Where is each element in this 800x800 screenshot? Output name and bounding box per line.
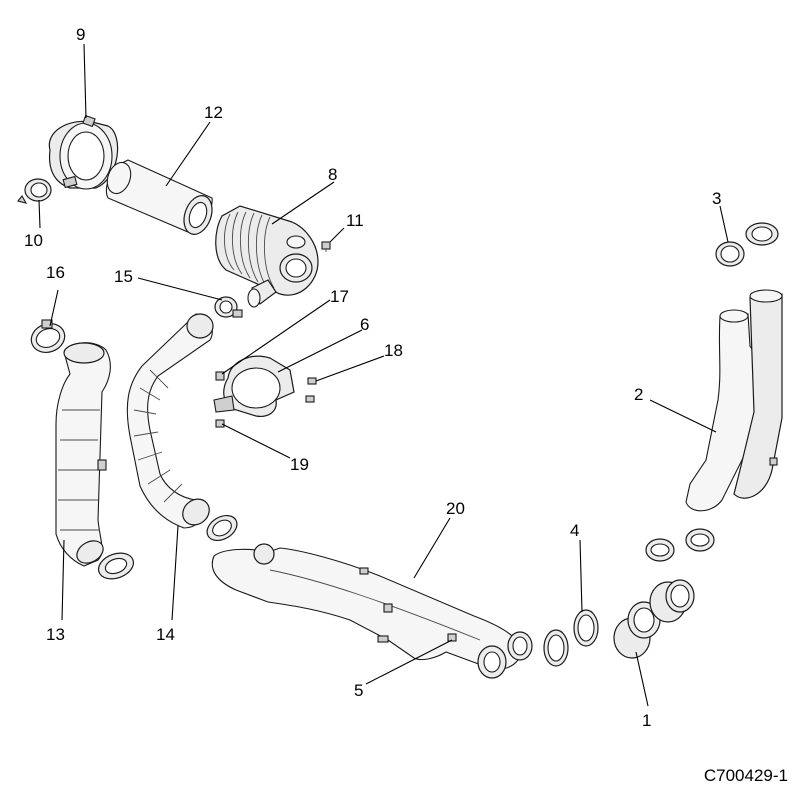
part-12-filter-cartridge — [105, 159, 213, 235]
part-18-bolts — [305, 377, 317, 403]
callout-13: 13 — [46, 625, 65, 644]
callout-15: 15 — [114, 267, 133, 286]
callout-4: 4 — [570, 521, 579, 540]
callout-9: 9 — [76, 25, 85, 44]
part-16-clamp — [30, 319, 66, 353]
callout-20: 20 — [446, 499, 465, 518]
callout-6: 6 — [360, 315, 369, 334]
reference-code: C700429-1 — [703, 766, 788, 785]
part-17-bolt — [215, 371, 225, 381]
callout-10: 10 — [24, 231, 43, 250]
part-1-couplers — [613, 528, 715, 659]
callout-labels: 9 10 12 8 11 15 16 13 14 17 6 18 19 20 5… — [24, 25, 721, 730]
part-3-clamps — [715, 222, 779, 267]
callout-2: 2 — [634, 385, 643, 404]
callout-5: 5 — [354, 681, 363, 700]
part-10-small-clamp — [17, 178, 52, 204]
callout-16: 16 — [46, 263, 65, 282]
part-8-filter-housing — [215, 205, 319, 308]
part-4-clamps — [543, 609, 599, 667]
callout-1: 1 — [642, 711, 651, 730]
callout-11: 11 — [346, 211, 364, 230]
callout-19: 19 — [290, 455, 309, 474]
part-14-middle-duct — [126, 313, 238, 542]
callout-18: 18 — [384, 341, 403, 360]
part-2-dual-inlet-pipe — [685, 289, 783, 512]
callout-14: 14 — [156, 625, 175, 644]
part-5-bolt — [447, 633, 457, 642]
part-9-end-cap — [48, 114, 119, 190]
leader-lines — [38, 43, 729, 707]
part-20-main-duct — [211, 543, 533, 679]
part-6-bracket — [213, 355, 295, 417]
callout-3: 3 — [712, 189, 721, 208]
part-15-clamp — [214, 296, 243, 318]
part-19-nut — [215, 419, 225, 428]
part-13-left-duct — [55, 342, 135, 580]
callout-8: 8 — [328, 165, 337, 184]
callout-17: 17 — [330, 287, 349, 306]
callout-12: 12 — [204, 103, 223, 122]
part-11-bolt — [321, 241, 331, 252]
